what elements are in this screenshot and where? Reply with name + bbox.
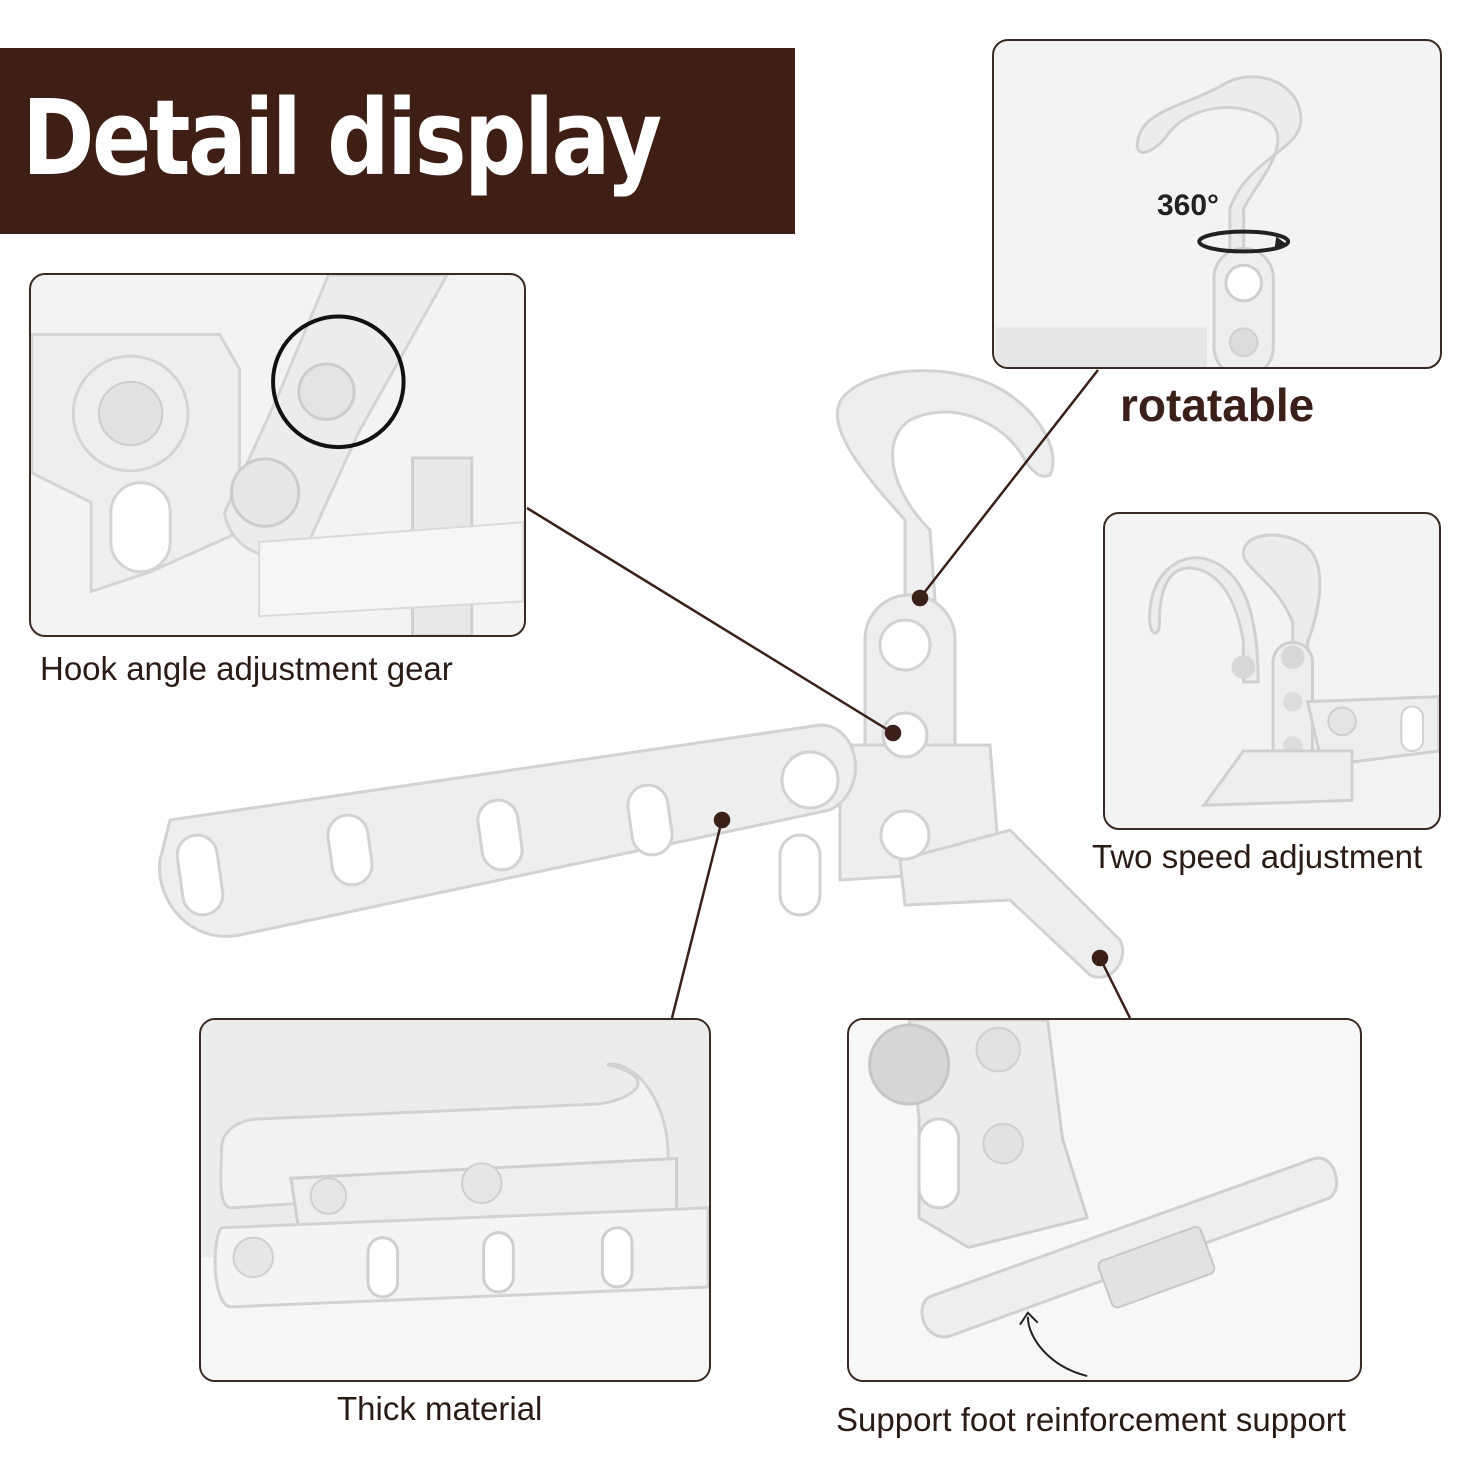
- support-foot-illustration: [849, 1020, 1360, 1380]
- thick-material-panel: [199, 1018, 711, 1382]
- callout-line-rotatable: [919, 369, 1099, 599]
- hook-gear-panel: [29, 273, 526, 637]
- support-foot-panel: [847, 1018, 1362, 1382]
- two-speed-caption: Two speed adjustment: [1092, 838, 1423, 875]
- two-speed-illustration: [1148, 533, 1439, 807]
- support-foot-caption: Support foot reinforcement support: [836, 1401, 1346, 1438]
- thick-material-caption: Thick material: [337, 1390, 543, 1427]
- rotating-hook-illustration: [994, 75, 1303, 367]
- rotatable-panel: 360°: [992, 39, 1442, 369]
- rotatable-caption: rotatable: [1120, 379, 1315, 431]
- callout-line-thick-material: [670, 819, 724, 1019]
- callout-line-support-foot: [1098, 957, 1132, 1019]
- rotation-angle-label: 360°: [1157, 189, 1220, 222]
- thick-material-illustration: [201, 1020, 709, 1380]
- hook-gear-caption: Hook angle adjustment gear: [40, 650, 453, 687]
- title-banner: Detail display: [0, 48, 795, 234]
- two-speed-panel: [1103, 512, 1441, 830]
- gear-closeup-illustration: [31, 275, 524, 635]
- page-title: Detail display: [22, 77, 662, 199]
- callout-line-hook-gear: [526, 506, 894, 735]
